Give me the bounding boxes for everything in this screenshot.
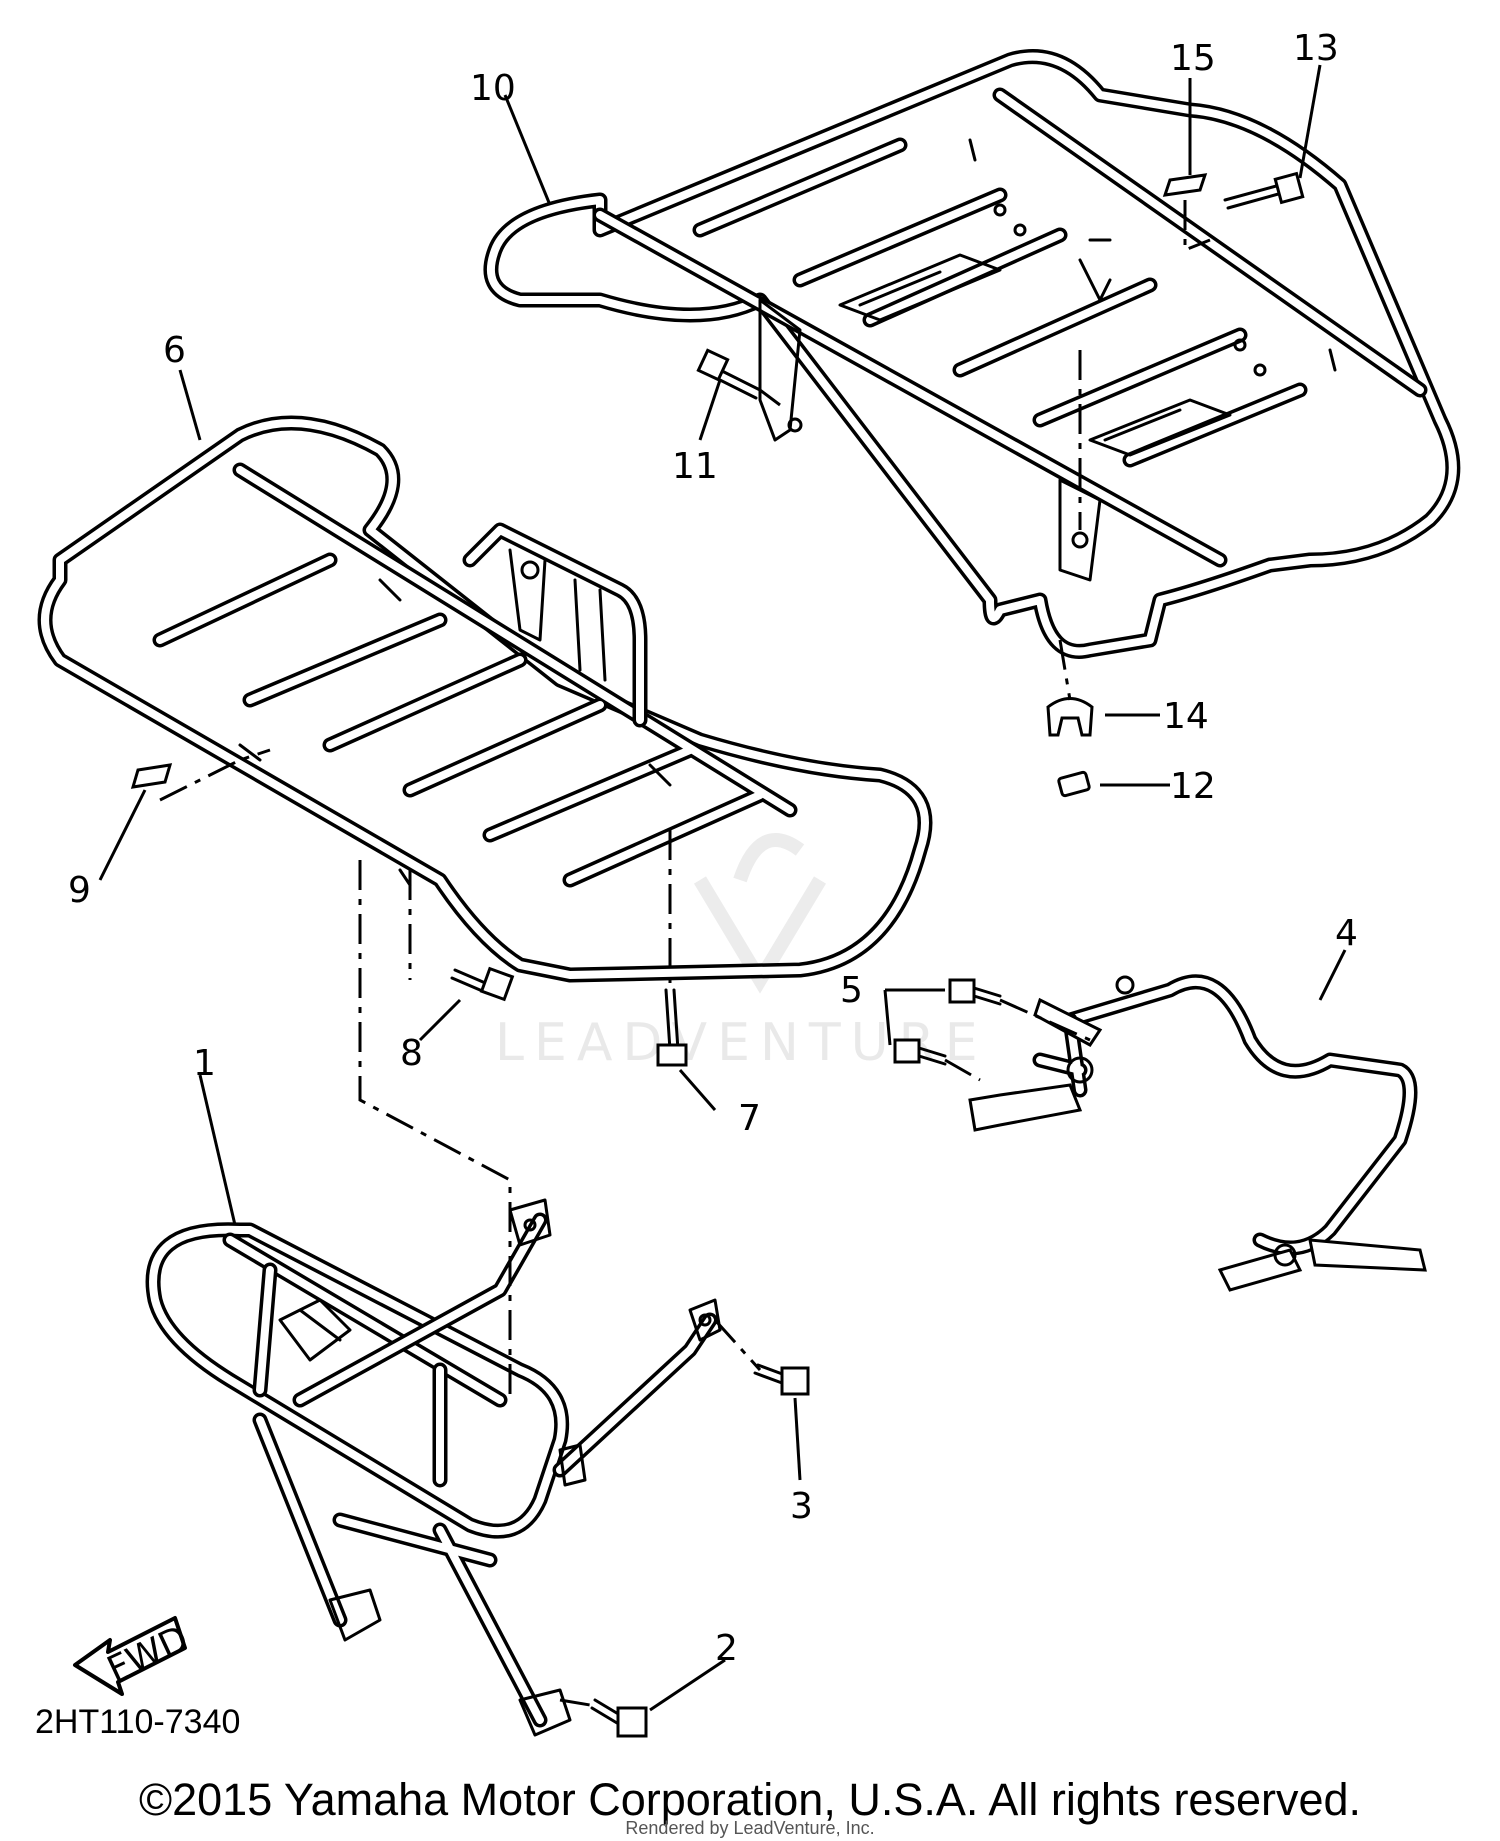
callout-4: 4	[1335, 913, 1358, 954]
callout-11: 11	[672, 446, 718, 487]
bolts	[130, 171, 1305, 1738]
nut-12	[1057, 770, 1091, 798]
bolt-3	[753, 1363, 810, 1396]
callout-10: 10	[470, 68, 516, 109]
callout-13: 13	[1293, 28, 1339, 69]
callout-2: 2	[715, 1628, 738, 1669]
callout-5: 5	[840, 970, 863, 1011]
assembly-lines	[159, 200, 1211, 1707]
bolt-13	[1223, 171, 1305, 210]
callout-9: 9	[68, 870, 91, 911]
label-9	[130, 763, 173, 789]
rear-carrier	[483, 49, 1461, 659]
front-carrier	[37, 415, 933, 983]
clip-14	[1046, 697, 1094, 737]
callout-numbers: 10 15 13 6 11 14 12 9 8 7 5 4 1 3 2	[68, 28, 1358, 1669]
callout-12: 12	[1170, 766, 1216, 807]
callout-15: 15	[1170, 38, 1216, 79]
bolts-5	[893, 978, 1002, 1066]
bolt-8	[450, 966, 515, 1002]
callout-1: 1	[193, 1043, 216, 1084]
screw-7	[656, 988, 688, 1067]
fwd-arrow: FWD	[73, 1616, 195, 1696]
rear-guard	[968, 974, 1427, 1292]
leaders	[98, 64, 1347, 1712]
front-guard	[145, 1198, 722, 1737]
callout-6: 6	[163, 330, 186, 371]
label-15	[1162, 173, 1208, 197]
bolt-11	[696, 348, 762, 400]
rendered-by-text: Rendered by LeadVenture, Inc.	[625, 1818, 875, 1838]
callout-7: 7	[738, 1098, 761, 1139]
drawing-code: 2HT110-7340	[35, 1703, 240, 1741]
callout-8: 8	[400, 1033, 423, 1074]
callout-3: 3	[790, 1486, 813, 1527]
callout-14: 14	[1163, 696, 1209, 737]
bolt-2	[590, 1698, 648, 1738]
copyright-notice: ©2015 Yamaha Motor Corporation, U.S.A. A…	[138, 1774, 1362, 1825]
fwd-label: FWD	[101, 1618, 194, 1691]
